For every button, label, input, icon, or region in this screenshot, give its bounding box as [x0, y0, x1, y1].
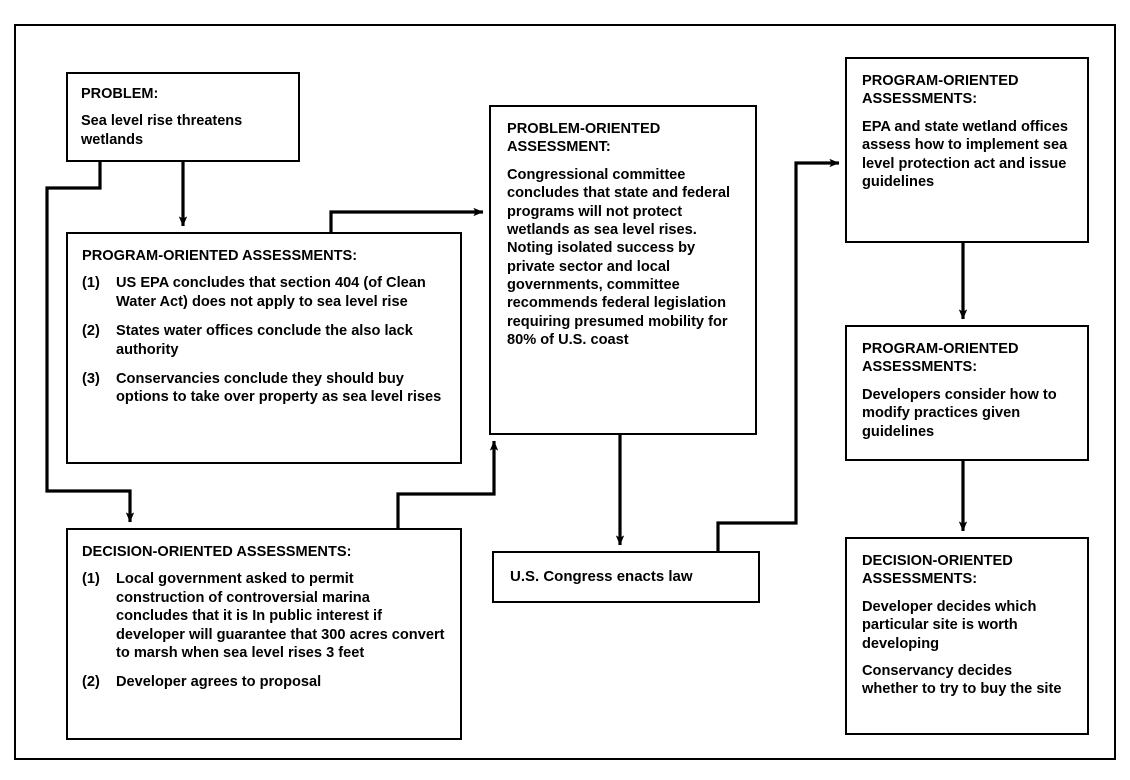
node-decision-bottomright-title: DECISION-ORIENTED ASSESSMENTS:	[862, 553, 1013, 588]
node-decision-oriented-assessments-bottomright: DECISION-ORIENTED ASSESSMENTS: Developer…	[845, 537, 1089, 735]
node-decision-bottomright-body-1: Developer decides which particular site …	[862, 598, 1037, 652]
node-congress-body: U.S. Congress enacts law	[510, 568, 693, 585]
node-program-left-title: PROGRAM-ORIENTED ASSESSMENTS:	[82, 248, 358, 264]
list-item: (2) States water offices conclude the al…	[82, 322, 446, 359]
node-decision-oriented-assessments-left: DECISION-ORIENTED ASSESSMENTS: (1) Local…	[66, 528, 462, 740]
node-problem-title: PROBLEM:	[81, 86, 159, 102]
list-item-number: (1)	[82, 571, 100, 588]
list-item-text: US EPA concludes that section 404 (of Cl…	[116, 275, 426, 310]
node-program-topright-title: PROGRAM-ORIENTED ASSESSMENTS:	[862, 73, 1019, 108]
list-item-text: Developer agrees to proposal	[116, 674, 322, 691]
list-item-text: States water offices conclude the also l…	[116, 323, 413, 358]
list-item-number: (2)	[82, 674, 100, 691]
node-program-topright-body: EPA and state wetland offices assess how…	[862, 118, 1068, 190]
node-problem-body: Sea level rise threatens wetlands	[81, 113, 243, 148]
node-program-midright-title: PROGRAM-ORIENTED ASSESSMENTS:	[862, 341, 1019, 376]
node-program-oriented-assessments-left: PROGRAM-ORIENTED ASSESSMENTS: (1) US EPA…	[66, 232, 462, 464]
node-program-midright-body: Developers consider how to modify practi…	[862, 386, 1057, 440]
node-decision-left-list: (1) Local government asked to permit con…	[82, 570, 446, 691]
node-congress-enacts-law: U.S. Congress enacts law	[492, 551, 760, 603]
node-program-left-list: (1) US EPA concludes that section 404 (o…	[82, 274, 446, 406]
outer-frame-border	[14, 24, 1116, 760]
list-item-number: (3)	[82, 370, 100, 387]
node-problem-center-body: Congressional committee concludes that s…	[507, 166, 731, 349]
node-program-oriented-assessments-topright: PROGRAM-ORIENTED ASSESSMENTS: EPA and st…	[845, 57, 1089, 243]
list-item: (2) Developer agrees to proposal	[82, 673, 446, 691]
node-decision-bottomright-body-2: Conservancy decides whether to try to bu…	[862, 662, 1062, 698]
list-item-text: Conservancies conclude they should buy o…	[116, 370, 442, 406]
list-item-number: (1)	[82, 275, 100, 292]
list-item-text: Local government asked to permit constru…	[116, 571, 445, 661]
node-decision-left-title: DECISION-ORIENTED ASSESSMENTS:	[82, 544, 352, 560]
node-problem-oriented-assessment-center: PROBLEM-ORIENTED ASSESSMENT: Congression…	[489, 105, 757, 435]
list-item: (3) Conservancies conclude they should b…	[82, 370, 446, 407]
list-item: (1) US EPA concludes that section 404 (o…	[82, 274, 446, 311]
node-program-oriented-assessments-midright: PROGRAM-ORIENTED ASSESSMENTS: Developers…	[845, 325, 1089, 461]
list-item-number: (2)	[82, 323, 100, 340]
node-problem: PROBLEM: Sea level rise threatens wetlan…	[66, 72, 300, 162]
node-problem-center-title: PROBLEM-ORIENTED ASSESSMENT:	[507, 121, 661, 156]
list-item: (1) Local government asked to permit con…	[82, 570, 446, 662]
